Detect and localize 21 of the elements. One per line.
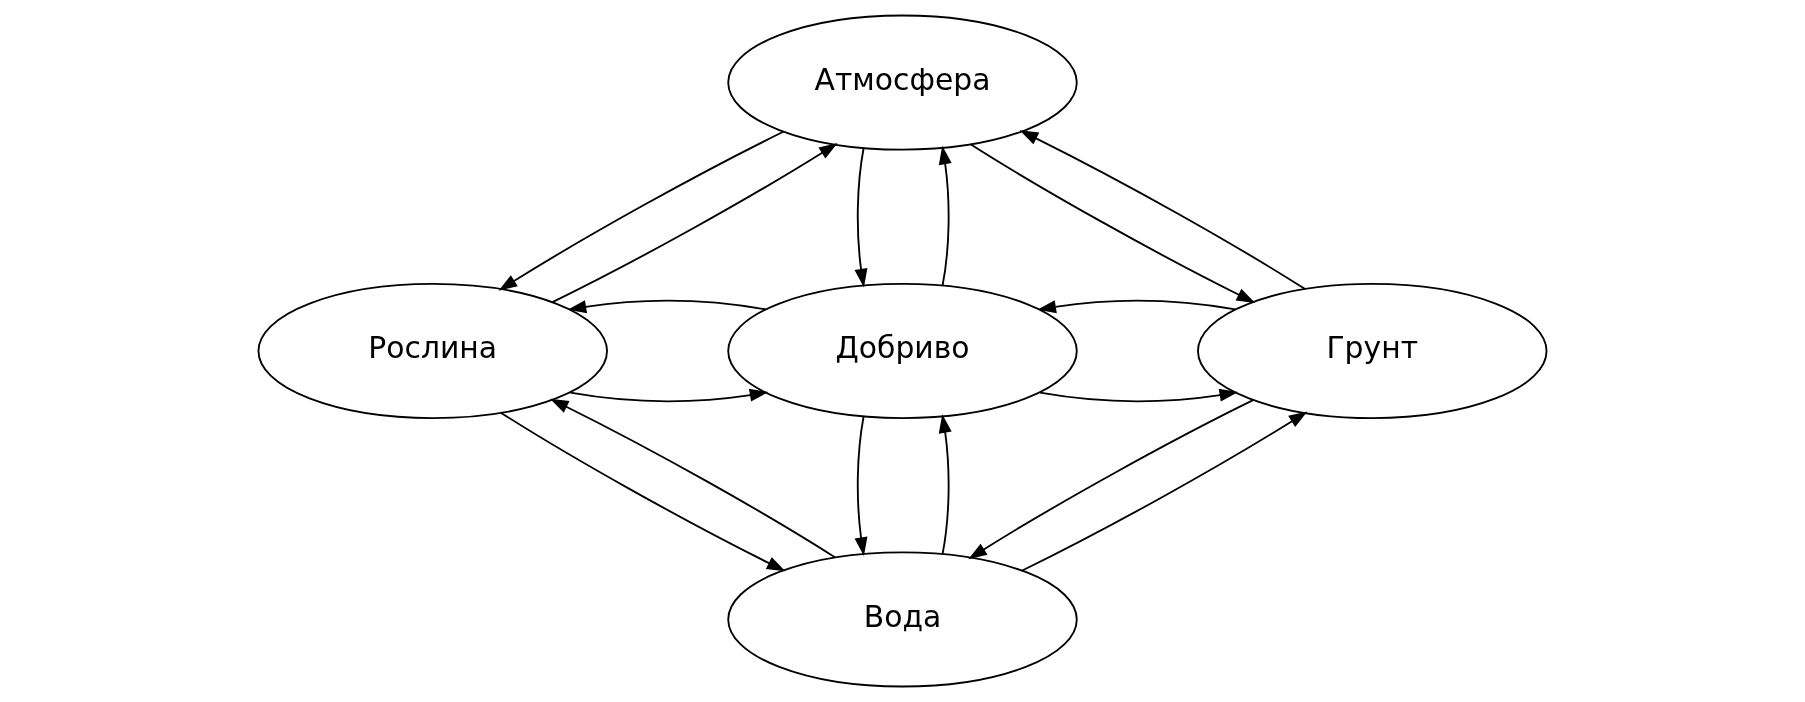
node-ellipse: Рослина <box>257 282 608 420</box>
arrow <box>938 414 952 555</box>
node-ellipse: Атмосфера <box>727 14 1078 151</box>
arrow <box>938 145 952 287</box>
arrow <box>498 130 785 291</box>
arrow <box>500 412 786 572</box>
arrow <box>569 388 769 403</box>
node-ellipse: Вода <box>727 551 1078 688</box>
arrow <box>1039 388 1239 403</box>
arrow <box>968 399 1254 560</box>
arrow <box>549 398 837 559</box>
node-ellipse: Добриво <box>727 282 1078 420</box>
arrow <box>1037 299 1237 314</box>
arrow <box>854 416 868 556</box>
arrow <box>854 147 868 288</box>
node-ellipse: Грунт <box>1197 282 1548 420</box>
arrow <box>1019 130 1306 290</box>
arrow <box>970 143 1256 303</box>
arrow <box>1021 411 1308 572</box>
arrow <box>551 143 838 303</box>
arrow <box>567 299 767 314</box>
